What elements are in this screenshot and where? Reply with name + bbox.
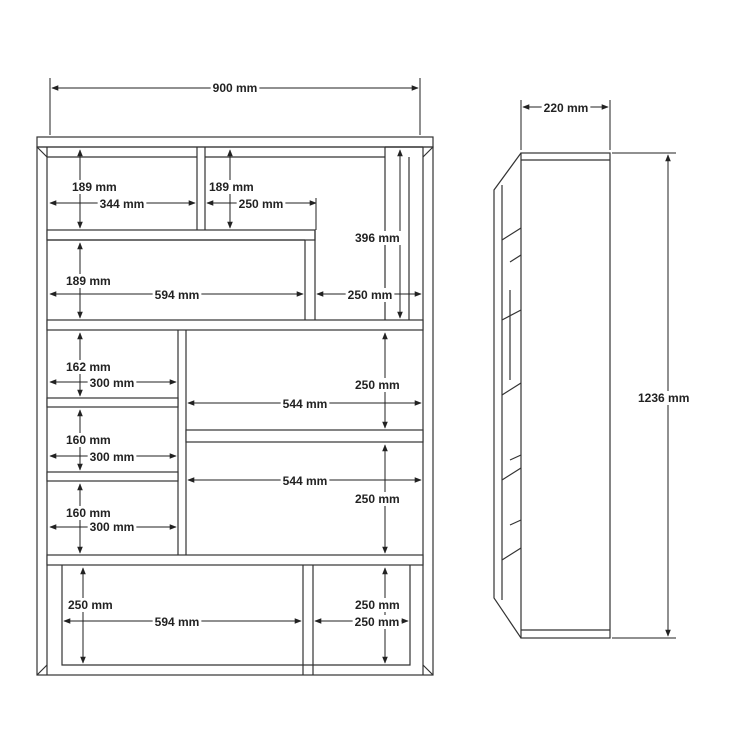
label-background: [353, 231, 402, 245]
label-mid-right-2-height: 250 mm: [355, 492, 400, 506]
label-background: [87, 520, 137, 534]
label-left-3-width: 300 mm: [90, 520, 135, 534]
dimension-labels: 900 mm 189 mm 344 mm 189 mm 250 mm 396 m…: [66, 81, 689, 629]
front-frame: [36, 146, 434, 676]
label-background: [353, 492, 402, 506]
label-right-tall-height: 396 mm: [355, 231, 400, 245]
label-left-1-width: 300 mm: [90, 376, 135, 390]
label-bottom-right-width: 250 mm: [355, 615, 400, 629]
label-background: [210, 81, 260, 95]
label-left-2-height: 160 mm: [66, 433, 111, 447]
label-background: [64, 506, 113, 520]
left-side-inner: [46, 147, 424, 675]
label-left-2-width: 300 mm: [90, 450, 135, 464]
label-bottom-left-height: 250 mm: [68, 598, 113, 612]
label-background: [207, 180, 256, 194]
label-bottom-right-height: 250 mm: [355, 598, 400, 612]
label-background: [353, 378, 402, 392]
left-column-divider: [177, 330, 187, 555]
label-mid-right-1-width: 544 mm: [283, 397, 328, 411]
top-divider-1: [196, 147, 206, 230]
label-side-height: 1236 mm: [638, 391, 689, 405]
label-background: [152, 288, 202, 302]
label-background: [236, 197, 286, 211]
label-top-middle-width: 250 mm: [239, 197, 284, 211]
label-upper-right-width: 250 mm: [348, 288, 393, 302]
label-background: [97, 197, 147, 211]
side-body: [520, 152, 611, 639]
label-upper-long-width: 594 mm: [155, 288, 200, 302]
shelf-1: [46, 229, 316, 241]
label-top-left-height: 189 mm: [72, 180, 117, 194]
label-background: [66, 598, 115, 612]
label-background: [353, 598, 402, 612]
label-background: [152, 615, 202, 629]
label-background: [87, 376, 137, 390]
label-overall-width: 900 mm: [213, 81, 258, 95]
label-side-depth: 220 mm: [544, 101, 589, 115]
label-background: [64, 274, 113, 288]
label-left-3-height: 160 mm: [66, 506, 111, 520]
bottom-divider: [302, 565, 314, 675]
shelf-3: [46, 554, 424, 566]
label-bottom-left-width: 594 mm: [155, 615, 200, 629]
left-shelf-b: [46, 471, 179, 482]
dimension-lines: [49, 78, 676, 664]
left-shelf-a: [46, 397, 179, 408]
shelf-2: [46, 319, 424, 331]
label-background: [64, 360, 113, 374]
label-background: [64, 433, 113, 447]
label-left-1-height: 162 mm: [66, 360, 111, 374]
side-view: [493, 152, 611, 639]
label-background: [280, 397, 330, 411]
label-background: [541, 101, 591, 115]
label-mid-right-1-height: 250 mm: [355, 378, 400, 392]
label-upper-long-height: 189 mm: [66, 274, 111, 288]
front-view: [36, 136, 434, 676]
label-background: [352, 615, 402, 629]
label-mid-right-2-width: 544 mm: [283, 474, 328, 488]
label-background: [636, 391, 692, 405]
label-background: [87, 450, 137, 464]
label-background: [280, 474, 330, 488]
front-top-board: [36, 136, 434, 148]
label-top-middle-height: 189 mm: [209, 180, 254, 194]
label-background: [345, 288, 395, 302]
label-background: [70, 180, 119, 194]
label-top-left-width: 344 mm: [100, 197, 145, 211]
label-backgrounds: [64, 81, 692, 629]
mid-right-shelf: [185, 429, 424, 443]
